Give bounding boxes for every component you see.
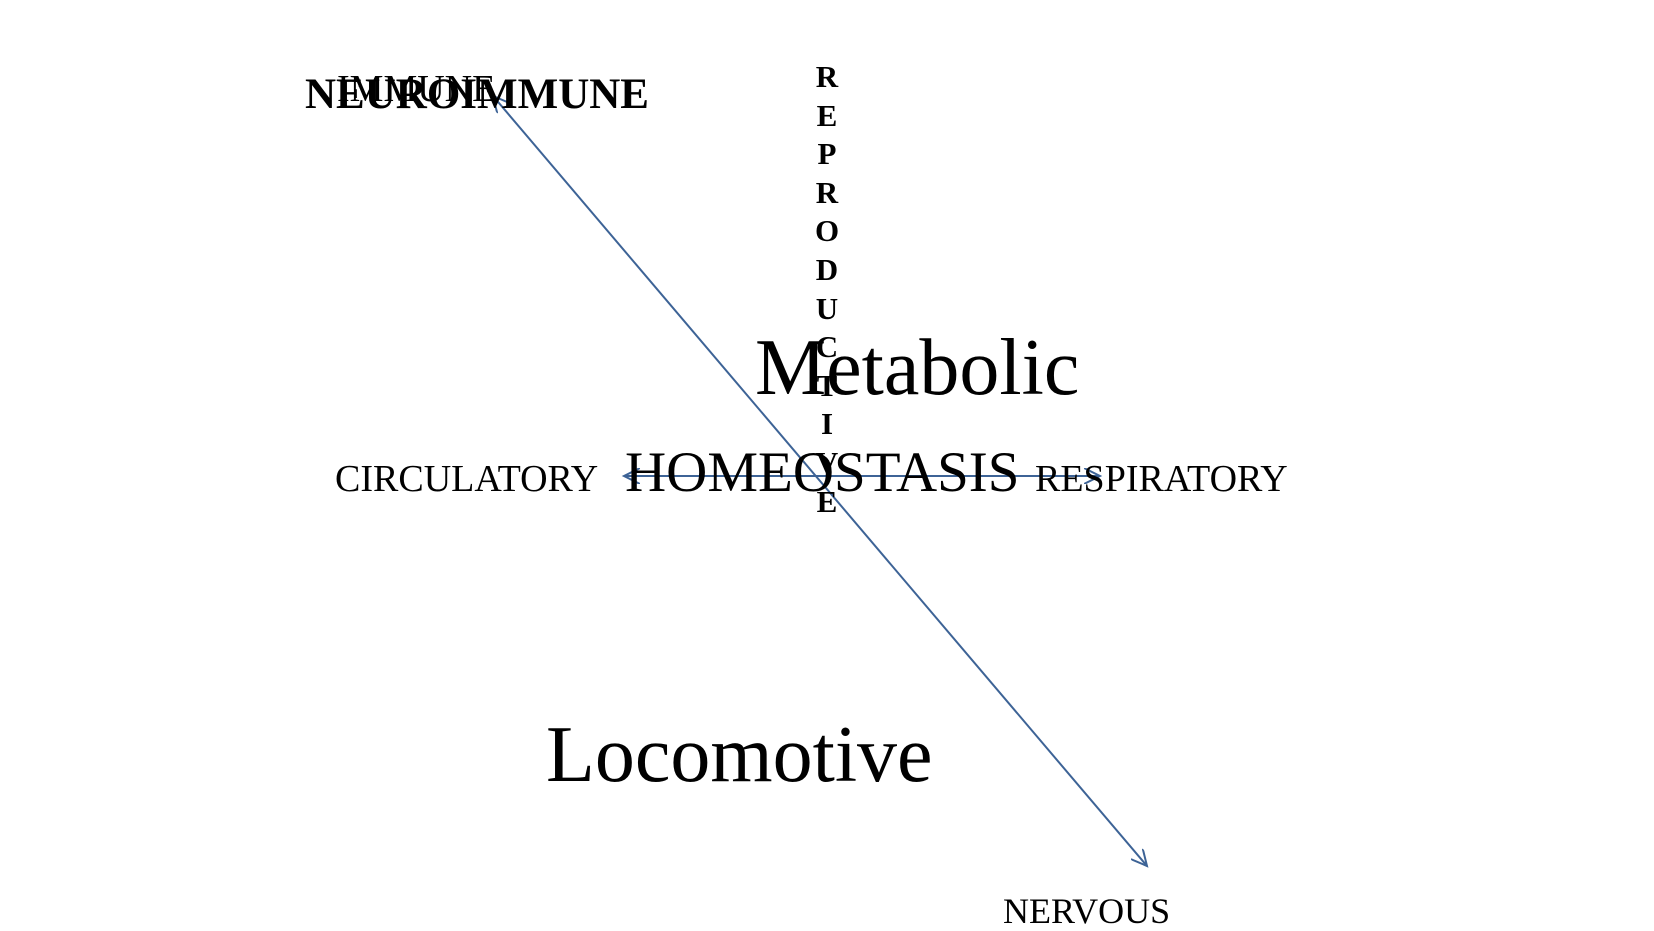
metabolic-label: Metabolic	[755, 324, 1080, 412]
respiratory-label: RESPIRATORY	[1035, 458, 1288, 500]
circulatory-label: CIRCULATORY	[335, 458, 599, 500]
nervous-label: NERVOUS	[1003, 891, 1171, 931]
neuroimmune-label: NEUROIMMUNE	[305, 71, 649, 118]
reproductive-label: REPRODUCTIVE	[814, 59, 840, 519]
homeostasis-label: HOMEOSTASIS	[625, 441, 1020, 504]
immune-label: IMMUNE	[337, 68, 496, 110]
locomotive-label: Locomotive	[546, 711, 933, 799]
